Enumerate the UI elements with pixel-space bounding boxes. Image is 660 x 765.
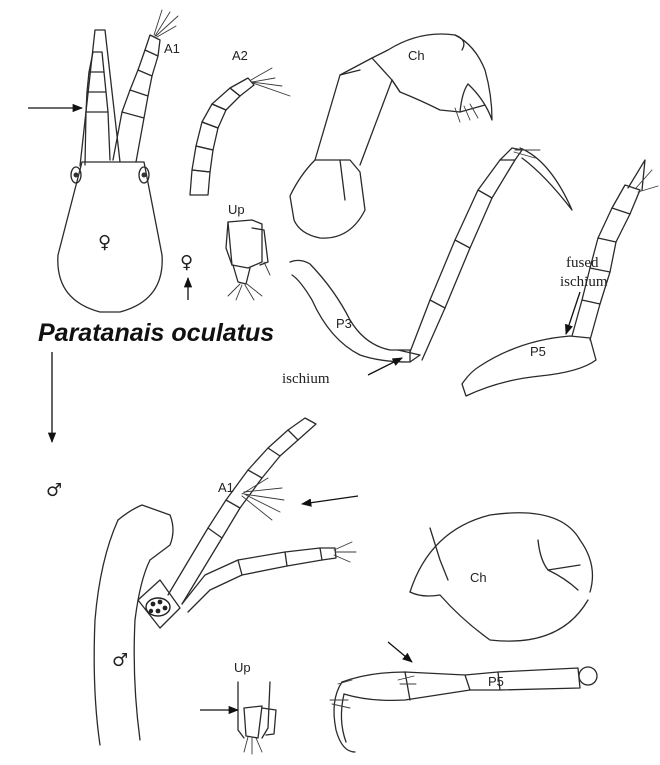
male-symbol-standalone: ♂	[46, 480, 62, 501]
label-p5-male: P5	[488, 674, 504, 689]
label-p3: P3	[336, 316, 352, 331]
female-uropod-drawing	[226, 220, 270, 300]
label-ch-female: Ch	[408, 48, 425, 63]
label-ischium: ischium	[282, 371, 330, 387]
label-up-male: Up	[234, 660, 251, 675]
male-uropod-drawing	[238, 682, 276, 754]
male-p5-drawing	[330, 667, 597, 752]
label-p5-female: P5	[530, 344, 546, 359]
male-body-drawing	[94, 418, 356, 745]
label-fused-ischium-line1: fused	[566, 255, 599, 271]
label-up-female: Up	[228, 202, 245, 217]
female-cephalothorax-drawing	[58, 10, 178, 312]
female-a2-drawing	[190, 68, 290, 195]
label-a2: A2	[232, 48, 248, 63]
female-cheliped-drawing	[290, 34, 492, 238]
arrow-to-male-a1	[302, 496, 358, 504]
label-a1-female: A1	[164, 41, 180, 56]
female-symbol-on-body: ♀	[98, 232, 111, 253]
label-a1-male: A1	[218, 480, 234, 495]
arrow-to-male-p5	[388, 642, 412, 662]
species-title: Paratanais oculatus	[38, 319, 274, 347]
label-ch-male: Ch	[470, 570, 487, 585]
female-symbol-standalone: ♀	[180, 252, 193, 273]
male-symbol-on-body: ♂	[112, 650, 128, 671]
female-p3-drawing	[290, 148, 572, 362]
label-fused-ischium-line2: ischium	[560, 274, 608, 290]
male-cheliped-drawing	[410, 513, 592, 641]
